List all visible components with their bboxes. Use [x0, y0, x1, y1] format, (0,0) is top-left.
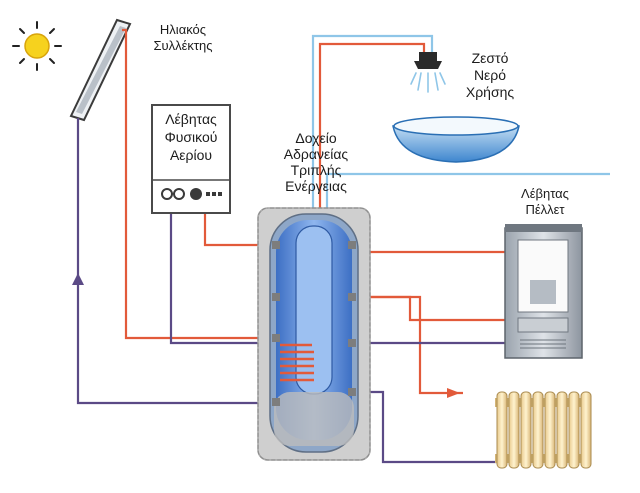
- tank-label-line: Τριπλής: [290, 162, 342, 178]
- tank-label-line: Αδρανείας: [283, 146, 349, 162]
- flow-arrow-icon: [72, 273, 460, 398]
- tank-label: Δοχείο Αδρανείας Τριπλής Ενέργειας: [266, 130, 366, 194]
- solar-collector-label-line: Ηλιακός: [159, 22, 207, 37]
- storage-tank: [257, 207, 371, 461]
- solar-collector-label-line: Συλλέκτης: [153, 38, 213, 53]
- sun-icon: [12, 21, 62, 71]
- shower-icon: [410, 52, 446, 93]
- hot-water-label-line: Ζεστό: [471, 50, 509, 66]
- gas-boiler-label-line: Φυσικού: [164, 129, 218, 145]
- gas-boiler: [151, 104, 231, 214]
- basin-icon: [392, 116, 520, 163]
- tank-label-line: Δοχείο: [295, 130, 337, 146]
- return-pipes: [76, 118, 505, 464]
- radiator-icon: [495, 391, 592, 469]
- pellet-boiler-label-line: Λέβητας: [521, 186, 569, 201]
- cold-water-pipes: [311, 34, 610, 214]
- hot-pipes: [122, 28, 505, 395]
- gas-boiler-label-line: Λέβητας: [165, 111, 217, 127]
- solar-panel-icon: [69, 18, 132, 122]
- hot-water-label-line: Νερό: [473, 67, 507, 83]
- solar-collector-label: Ηλιακός Συλλέκτης: [138, 22, 228, 54]
- tank-label-line: Ενέργειας: [285, 178, 347, 194]
- gas-boiler-label: Λέβητας Φυσικού Αερίου: [153, 110, 229, 164]
- gas-boiler-controls-icon: [153, 179, 229, 200]
- pellet-stove-icon: [504, 224, 583, 359]
- pellet-boiler-label-line: Πέλλετ: [525, 202, 565, 217]
- hot-water-label: Ζεστό Νερό Χρήσης: [450, 50, 530, 101]
- hot-water-label-line: Χρήσης: [465, 84, 515, 100]
- pellet-boiler-label: Λέβητας Πέλλετ: [500, 186, 590, 218]
- gas-boiler-label-line: Αερίου: [169, 147, 213, 163]
